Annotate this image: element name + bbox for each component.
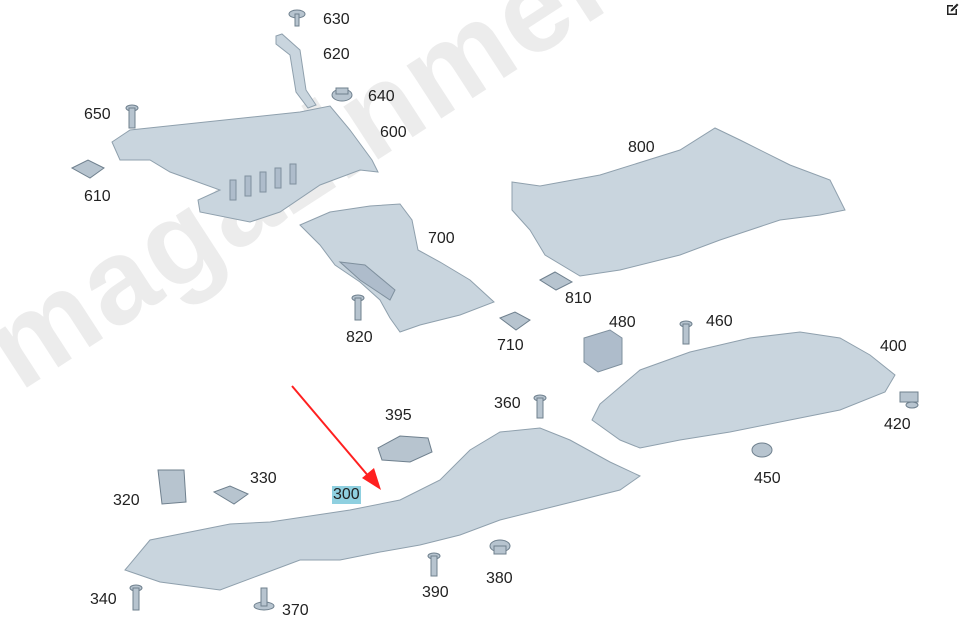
label-395[interactable]: 395 [385, 407, 412, 424]
part-710[interactable] [498, 311, 531, 331]
part-630[interactable] [288, 9, 306, 27]
part-620[interactable] [275, 33, 317, 109]
label-640[interactable]: 640 [368, 88, 395, 105]
part-650[interactable] [125, 104, 139, 129]
part-320[interactable] [157, 469, 187, 505]
label-450[interactable]: 450 [754, 470, 781, 487]
label-390[interactable]: 390 [422, 584, 449, 601]
part-640[interactable] [331, 87, 353, 102]
part-460[interactable] [679, 320, 693, 345]
label-700[interactable]: 700 [428, 230, 455, 247]
pointer-arrow [291, 385, 381, 490]
part-370[interactable] [253, 587, 275, 611]
label-820[interactable]: 820 [346, 329, 373, 346]
label-710[interactable]: 710 [497, 337, 524, 354]
label-360[interactable]: 360 [494, 395, 521, 412]
part-480[interactable] [583, 329, 623, 373]
part-300[interactable] [124, 427, 641, 591]
label-620[interactable]: 620 [323, 46, 350, 63]
part-700[interactable] [299, 203, 495, 333]
label-800[interactable]: 800 [628, 139, 655, 156]
part-330[interactable] [212, 485, 250, 505]
label-300-highlighted[interactable]: 300 [332, 486, 361, 504]
label-610[interactable]: 610 [84, 188, 111, 205]
label-370[interactable]: 370 [282, 602, 309, 619]
label-400[interactable]: 400 [880, 338, 907, 355]
part-810[interactable] [539, 271, 574, 291]
label-810[interactable]: 810 [565, 290, 592, 307]
part-420[interactable] [899, 391, 919, 409]
part-610[interactable] [70, 159, 105, 179]
label-420[interactable]: 420 [884, 416, 911, 433]
part-820[interactable] [351, 294, 365, 321]
label-600[interactable]: 600 [380, 124, 407, 141]
label-460[interactable]: 460 [706, 313, 733, 330]
label-340[interactable]: 340 [90, 591, 117, 608]
part-450[interactable] [751, 442, 773, 458]
label-480[interactable]: 480 [609, 314, 636, 331]
part-400[interactable] [591, 331, 896, 449]
label-320[interactable]: 320 [113, 492, 140, 509]
label-380[interactable]: 380 [486, 570, 513, 587]
part-800[interactable] [511, 127, 846, 277]
part-390[interactable] [427, 552, 441, 577]
label-630[interactable]: 630 [323, 11, 350, 28]
label-330[interactable]: 330 [250, 470, 277, 487]
part-395[interactable] [377, 435, 433, 463]
label-650[interactable]: 650 [84, 106, 111, 123]
part-600[interactable] [111, 105, 379, 223]
part-380[interactable] [489, 539, 511, 555]
part-360[interactable] [533, 394, 547, 419]
edit-icon[interactable] [946, 2, 960, 16]
part-340[interactable] [129, 584, 143, 611]
